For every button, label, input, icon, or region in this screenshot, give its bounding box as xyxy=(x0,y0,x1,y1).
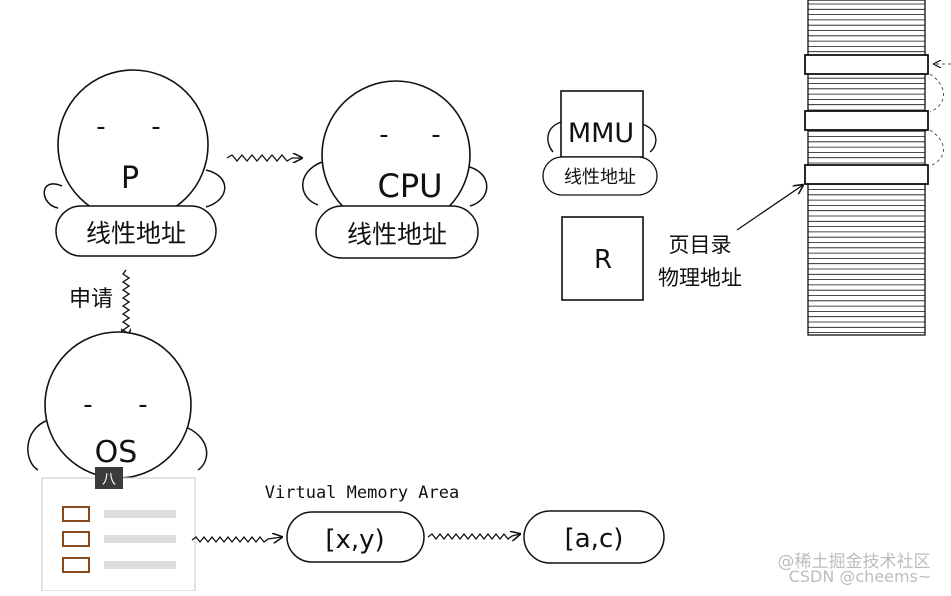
register-label: R xyxy=(594,245,612,275)
vma-first-range xyxy=(286,511,425,563)
register-box xyxy=(561,216,644,301)
watermark-line2: CSDN @cheems~ xyxy=(789,567,932,586)
memory-page-1 xyxy=(804,54,929,75)
process-eye-right: - xyxy=(151,112,160,142)
vma-link-arrow xyxy=(427,534,520,539)
os-character: - - OS xyxy=(27,331,208,479)
cpu-character: - - CPU 线性地址 xyxy=(302,80,488,259)
os-right-arm xyxy=(187,427,208,471)
list-checkbox-3 xyxy=(62,557,90,573)
process-address-label: 线性地址 xyxy=(86,219,186,248)
vma-second-range xyxy=(523,510,665,564)
cpu-address-label: 线性地址 xyxy=(347,220,447,249)
physical-address-label: 物理地址 xyxy=(658,266,742,290)
process-address-pill xyxy=(55,205,217,257)
mmu-label: MMU xyxy=(568,118,634,149)
os-face-label: OS xyxy=(95,435,138,470)
os-list-clip xyxy=(95,467,123,489)
process-left-arm xyxy=(43,183,63,209)
os-list-badge: 八 xyxy=(102,472,116,488)
request-arrow xyxy=(123,269,129,338)
cpu-right-arm xyxy=(465,165,488,207)
cpu-face-label: CPU xyxy=(377,167,442,205)
memory-page-3 xyxy=(804,164,929,185)
register-to-page-arrow xyxy=(736,185,803,231)
process-right-arm xyxy=(205,169,226,208)
os-eye-right: - xyxy=(138,390,147,420)
list-bar-3 xyxy=(104,561,176,569)
page-link-1 xyxy=(929,73,944,113)
physical-memory-column xyxy=(804,0,951,336)
process-face-label: P xyxy=(121,161,139,196)
cpu-address-pill xyxy=(315,205,479,259)
list-checkbox-1 xyxy=(62,506,90,522)
request-label: 申请 xyxy=(69,287,113,312)
os-eye-left: - xyxy=(83,390,92,420)
watermark-line1: @稀土掘金技术社区 xyxy=(778,552,931,572)
os-list-card-frame xyxy=(41,477,196,592)
list-checkbox-2 xyxy=(62,531,90,547)
os-task-list-card: 八 xyxy=(41,467,196,592)
list-bar-2 xyxy=(104,535,176,543)
os-left-arm xyxy=(27,419,49,471)
vma-title: Virtual Memory Area xyxy=(265,483,459,503)
process-eye-left: - xyxy=(96,112,105,142)
vma-second-label: [a,c) xyxy=(565,524,624,554)
page-directory-label: 页目录 xyxy=(669,233,732,257)
mmu-unit: MMU 线性地址 xyxy=(542,90,658,196)
process-to-cpu-arrow xyxy=(226,155,302,161)
cpu-eye-right: - xyxy=(431,120,440,150)
mmu-left-arm xyxy=(547,121,562,153)
process-character: - - P 线性地址 xyxy=(43,69,226,257)
list-bar-1 xyxy=(104,510,176,518)
page-link-2 xyxy=(929,129,944,167)
cpu-eye-left: - xyxy=(379,120,388,150)
mmu-right-arm xyxy=(641,123,657,153)
mmu-address-pill xyxy=(542,156,658,196)
process-head xyxy=(57,69,209,221)
memory-page-2 xyxy=(804,110,929,131)
cpu-left-arm xyxy=(302,161,323,206)
list-to-vma-arrow xyxy=(191,537,282,542)
mmu-box xyxy=(560,90,644,158)
vma-first-label: [x,y) xyxy=(325,525,384,555)
mmu-address-label: 线性地址 xyxy=(564,167,636,188)
